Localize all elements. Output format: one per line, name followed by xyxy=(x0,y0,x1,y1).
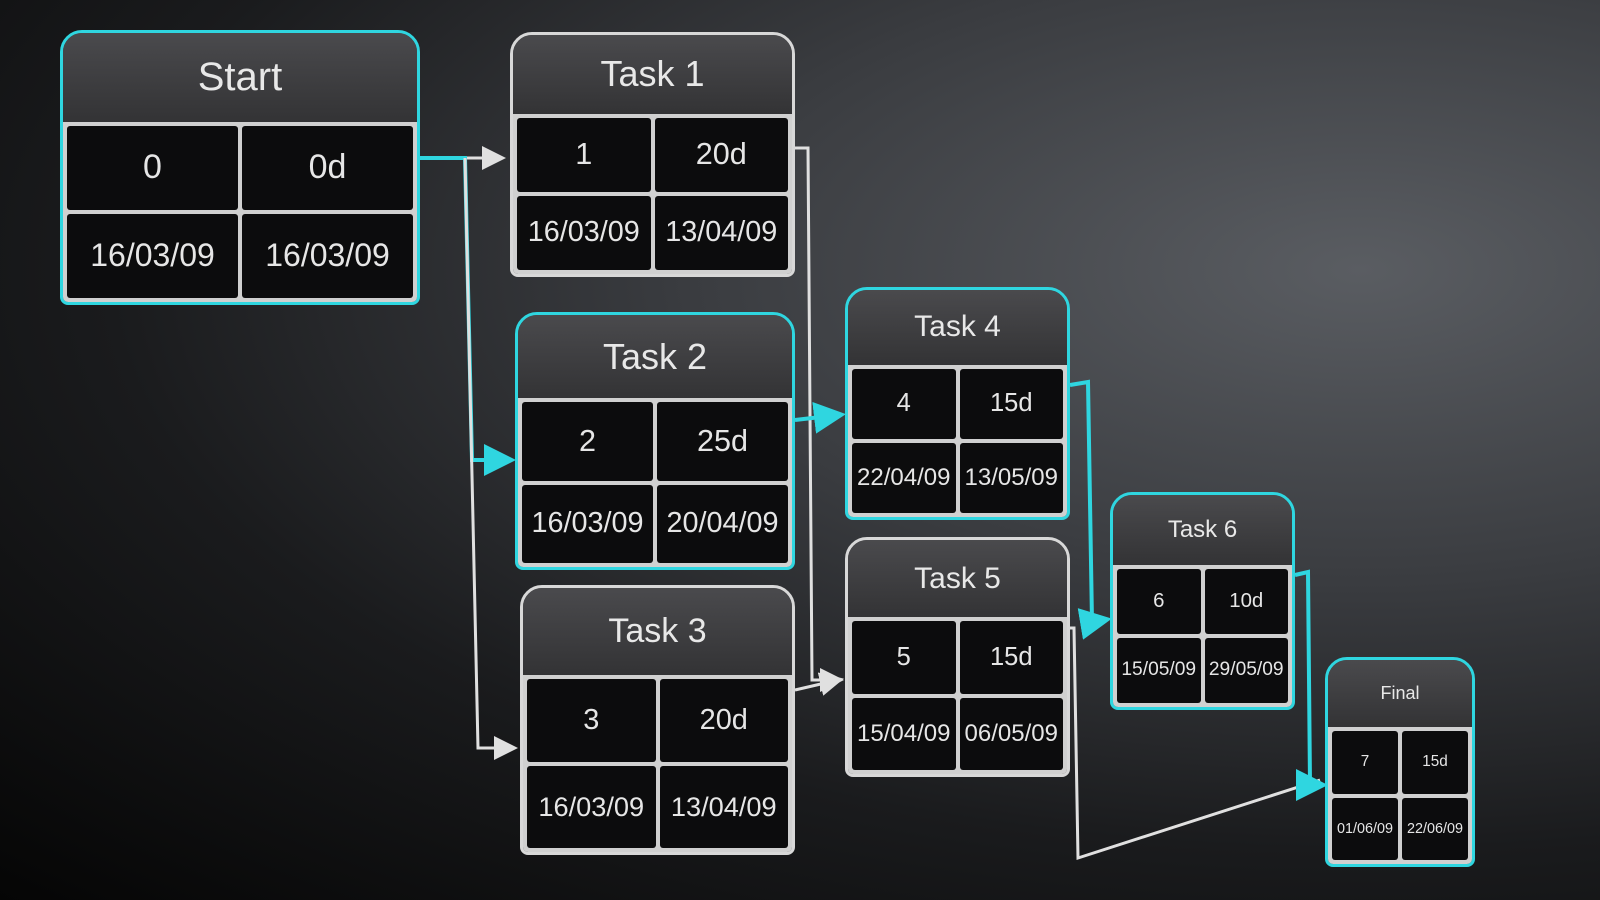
link-start-task2 xyxy=(420,156,516,476)
node-id: 6 xyxy=(1117,568,1201,634)
node-id: 3 xyxy=(527,679,656,762)
link-task2-task4 xyxy=(794,401,846,434)
node-start-date: 16/03/09 xyxy=(67,213,238,298)
node-fields: 7 15d 01/06/09 22/06/09 xyxy=(1328,727,1472,864)
node-fields: 2 25d 16/03/09 20/04/09 xyxy=(518,398,792,567)
node-title: Task 2 xyxy=(518,315,792,399)
node-fields: 4 15d 22/04/09 13/05/09 xyxy=(848,364,1067,517)
node-fields: 5 15d 15/04/09 06/05/09 xyxy=(848,617,1067,774)
link-task3-task5 xyxy=(794,672,844,696)
node-finish-date: 29/05/09 xyxy=(1204,637,1288,703)
node-duration: 15d xyxy=(1402,731,1468,794)
node-finish-date: 20/04/09 xyxy=(657,484,788,563)
node-id: 7 xyxy=(1332,731,1398,794)
node-finish-date: 16/03/09 xyxy=(242,213,413,298)
node-fields: 3 20d 16/03/09 13/04/09 xyxy=(523,675,792,852)
task-node-2[interactable]: Task 2 2 25d 16/03/09 20/04/09 xyxy=(515,312,795,570)
task-node-7[interactable]: Final 7 15d 01/06/09 22/06/09 xyxy=(1325,657,1475,867)
task-node-3[interactable]: Task 3 3 20d 16/03/09 13/04/09 xyxy=(520,585,795,855)
link-task5-final xyxy=(1068,626,1321,861)
task-node-5[interactable]: Task 5 5 15d 15/04/09 06/05/09 xyxy=(845,537,1070,777)
node-start-date: 22/04/09 xyxy=(852,442,956,513)
node-title: Final xyxy=(1328,660,1472,728)
node-fields: 0 0d 16/03/09 16/03/09 xyxy=(63,121,417,302)
node-finish-date: 22/06/09 xyxy=(1402,797,1468,860)
node-id: 0 xyxy=(67,125,238,210)
node-fields: 6 10d 15/05/09 29/05/09 xyxy=(1113,564,1292,707)
node-start-date: 16/03/09 xyxy=(527,765,656,848)
node-title: Task 3 xyxy=(523,588,792,676)
node-id: 2 xyxy=(522,402,653,481)
link-start-task3 xyxy=(463,157,518,760)
node-duration: 10d xyxy=(1204,568,1288,634)
node-fields: 1 20d 16/03/09 13/04/09 xyxy=(513,113,792,274)
node-duration: 15d xyxy=(959,621,1063,694)
node-id: 4 xyxy=(852,368,956,439)
node-title: Start xyxy=(63,33,417,122)
node-duration: 25d xyxy=(657,402,788,481)
node-finish-date: 13/05/09 xyxy=(959,442,1063,513)
node-id: 5 xyxy=(852,621,956,694)
node-duration: 20d xyxy=(659,679,788,762)
node-duration: 20d xyxy=(654,117,788,192)
node-start-date: 15/04/09 xyxy=(852,697,956,770)
node-id: 1 xyxy=(517,117,651,192)
node-start-date: 16/03/09 xyxy=(517,195,651,270)
task-node-0[interactable]: Start 0 0d 16/03/09 16/03/09 xyxy=(60,30,420,305)
task-node-1[interactable]: Task 1 1 20d 16/03/09 13/04/09 xyxy=(510,32,795,277)
node-title: Task 5 xyxy=(848,540,1067,618)
node-start-date: 15/05/09 xyxy=(1117,637,1201,703)
node-finish-date: 13/04/09 xyxy=(659,765,788,848)
node-title: Task 6 xyxy=(1113,495,1292,565)
node-start-date: 16/03/09 xyxy=(522,484,653,563)
node-duration: 0d xyxy=(242,125,413,210)
node-duration: 15d xyxy=(959,368,1063,439)
node-finish-date: 13/04/09 xyxy=(654,195,788,270)
node-finish-date: 06/05/09 xyxy=(959,697,1063,770)
node-start-date: 01/06/09 xyxy=(1332,797,1398,860)
task-node-4[interactable]: Task 4 4 15d 22/04/09 13/05/09 xyxy=(845,287,1070,520)
task-node-6[interactable]: Task 6 6 10d 15/05/09 29/05/09 xyxy=(1110,492,1295,710)
node-title: Task 1 xyxy=(513,35,792,114)
link-task4-task6 xyxy=(1069,379,1112,640)
link-task6-final xyxy=(1294,569,1328,801)
node-title: Task 4 xyxy=(848,290,1067,365)
